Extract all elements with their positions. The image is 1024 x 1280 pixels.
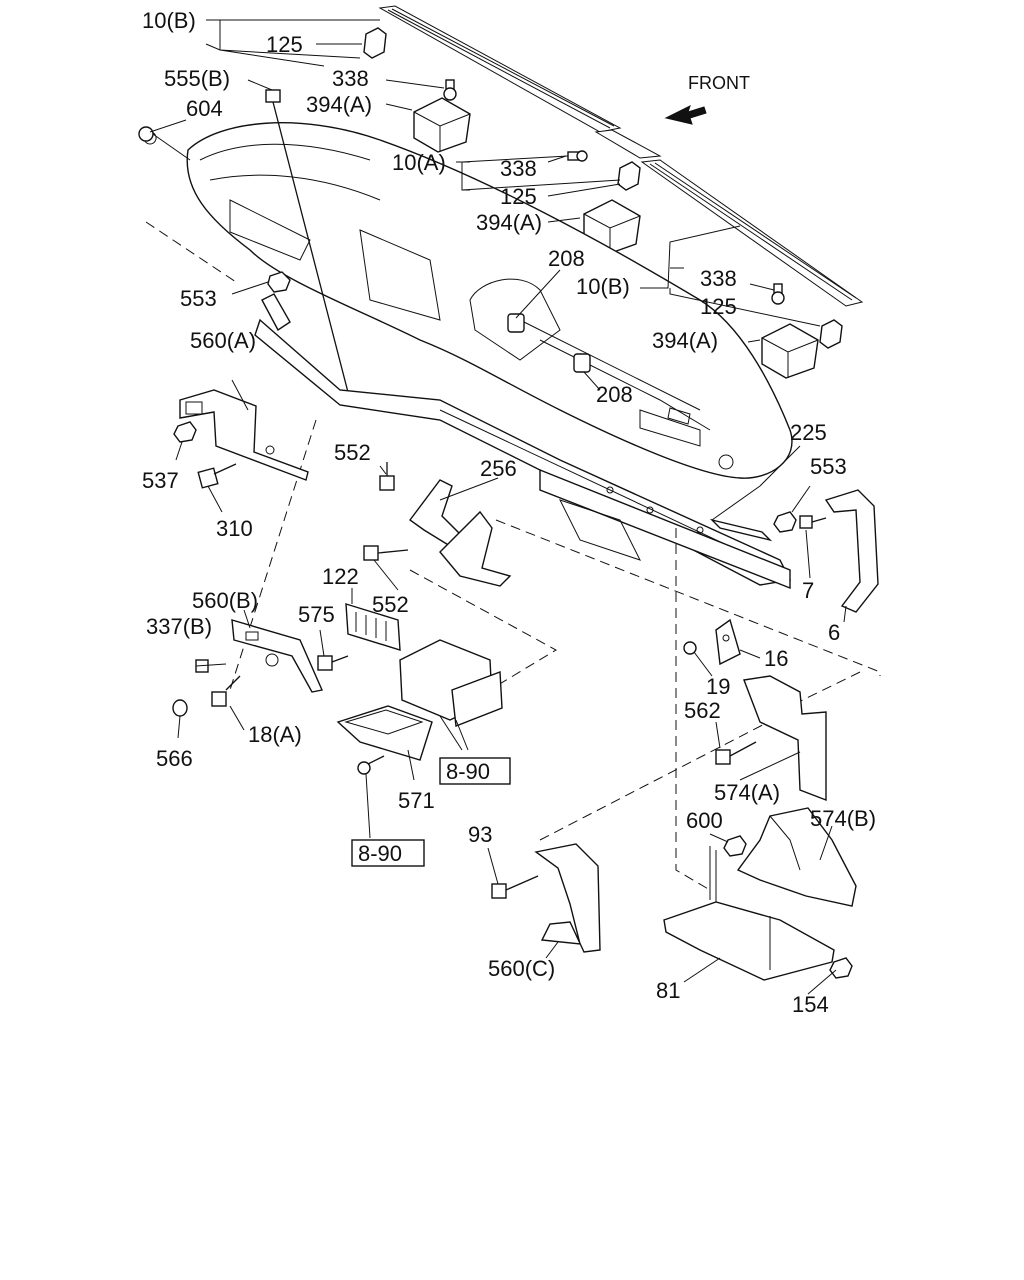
bracket-574a xyxy=(743,675,827,802)
nut-553-right xyxy=(773,511,797,533)
front-label: FRONT xyxy=(688,73,750,93)
bracket-560b xyxy=(231,619,323,693)
nut-600 xyxy=(723,835,747,857)
callout-leaders xyxy=(149,19,847,995)
callout-125-right: 125 xyxy=(700,294,737,319)
callout-125-top: 125 xyxy=(266,32,303,57)
callout-566: 566 xyxy=(156,746,193,771)
callout-125-mid: 125 xyxy=(500,184,537,209)
callout-208-bottom: 208 xyxy=(596,382,633,407)
defroster-strip-middle xyxy=(594,129,662,159)
callout-labels: 10(B) 125 338 555(B) 604 394(A) 10(A) 33… xyxy=(142,8,876,1017)
callout-553-right: 553 xyxy=(810,454,847,479)
bracket-81 xyxy=(663,846,835,981)
bracket-394a-right xyxy=(761,323,819,379)
bolt-18a xyxy=(211,675,241,707)
clip-208-bottom xyxy=(573,353,591,373)
callout-93: 93 xyxy=(468,822,492,847)
callout-560c: 560(C) xyxy=(488,956,555,981)
callout-560a: 560(A) xyxy=(190,328,256,353)
bolt-310 xyxy=(197,463,237,489)
reference-box-upper[interactable]: 8-90 xyxy=(439,757,511,785)
callout-18a: 18(A) xyxy=(248,722,302,747)
screw-19 xyxy=(683,641,697,655)
front-indicator: FRONT xyxy=(664,73,750,125)
bolt-555b xyxy=(265,89,351,401)
callout-560b: 560(B) xyxy=(192,588,258,613)
bolt-7 xyxy=(799,515,827,529)
callout-19: 19 xyxy=(706,674,730,699)
screw-338-mid xyxy=(567,150,588,162)
callout-338-right: 338 xyxy=(700,266,737,291)
nut-537 xyxy=(173,421,197,443)
bracket-assembly-8-90 xyxy=(399,639,503,727)
callout-337b: 337(B) xyxy=(146,614,212,639)
bracket-560a xyxy=(179,389,309,481)
callout-553-left: 553 xyxy=(180,286,217,311)
bracket-394a-top xyxy=(413,97,471,153)
front-arrow-icon xyxy=(664,105,707,125)
pocket-571 xyxy=(336,705,433,761)
callout-394a-right: 394(A) xyxy=(652,328,718,353)
callout-154: 154 xyxy=(792,992,829,1017)
callout-338-top: 338 xyxy=(332,66,369,91)
callout-394a-top: 394(A) xyxy=(306,92,372,117)
bracket-16 xyxy=(715,618,741,666)
bracket-256 xyxy=(409,479,512,587)
bolt-575 xyxy=(317,655,349,671)
grommet-604 xyxy=(138,126,154,142)
bracket-574b xyxy=(736,807,857,907)
callout-256: 256 xyxy=(480,456,517,481)
screw-338-right xyxy=(771,283,785,305)
callout-81: 81 xyxy=(656,978,680,1003)
callout-122: 122 xyxy=(322,564,359,589)
callout-6: 6 xyxy=(828,620,840,645)
callout-552-bottom: 552 xyxy=(372,592,409,617)
callout-7: 7 xyxy=(802,578,814,603)
callout-310: 310 xyxy=(216,516,253,541)
callout-555b: 555(B) xyxy=(164,66,230,91)
bolt-93 xyxy=(491,875,539,899)
bracket-6 xyxy=(824,489,879,613)
callout-208-top: 208 xyxy=(548,246,585,271)
callout-552-top: 552 xyxy=(334,440,371,465)
callout-537: 537 xyxy=(142,468,179,493)
reference-box-lower[interactable]: 8-90 xyxy=(351,839,425,867)
reference-upper-label: 8-90 xyxy=(446,759,490,784)
callout-338-mid: 338 xyxy=(500,156,537,181)
bolt-562 xyxy=(715,741,757,765)
clip-125-right xyxy=(819,319,843,349)
module-122 xyxy=(345,603,401,651)
bracket-553 xyxy=(261,293,291,332)
callout-574a: 574(A) xyxy=(714,780,780,805)
bolt-552-top xyxy=(379,462,395,491)
reference-lower-label: 8-90 xyxy=(358,841,402,866)
callout-575: 575 xyxy=(298,602,335,627)
oring-566 xyxy=(172,699,188,717)
trim-strip-225 xyxy=(709,518,773,542)
screw-8-90 xyxy=(357,755,385,775)
callout-225: 225 xyxy=(790,420,827,445)
bracket-560c xyxy=(534,843,601,953)
callout-574b: 574(B) xyxy=(810,806,876,831)
instrument-panel xyxy=(138,122,793,542)
callout-10a: 10(A) xyxy=(392,150,446,175)
cross-car-beam xyxy=(254,318,792,590)
callout-394a-mid: 394(A) xyxy=(476,210,542,235)
bolt-552-bottom xyxy=(363,545,409,561)
callout-10b-top: 10(B) xyxy=(142,8,196,33)
callout-562: 562 xyxy=(684,698,721,723)
callout-604: 604 xyxy=(186,96,223,121)
callout-571: 571 xyxy=(398,788,435,813)
callout-10b-right: 10(B) xyxy=(576,274,630,299)
clip-125-top xyxy=(363,27,387,59)
clip-208-top xyxy=(507,313,525,333)
nut-154 xyxy=(829,957,853,979)
clip-125-mid xyxy=(617,161,641,191)
callout-600: 600 xyxy=(686,808,723,833)
screw-338-top xyxy=(443,79,457,101)
nut-553-left xyxy=(267,271,291,293)
callout-16: 16 xyxy=(764,646,788,671)
